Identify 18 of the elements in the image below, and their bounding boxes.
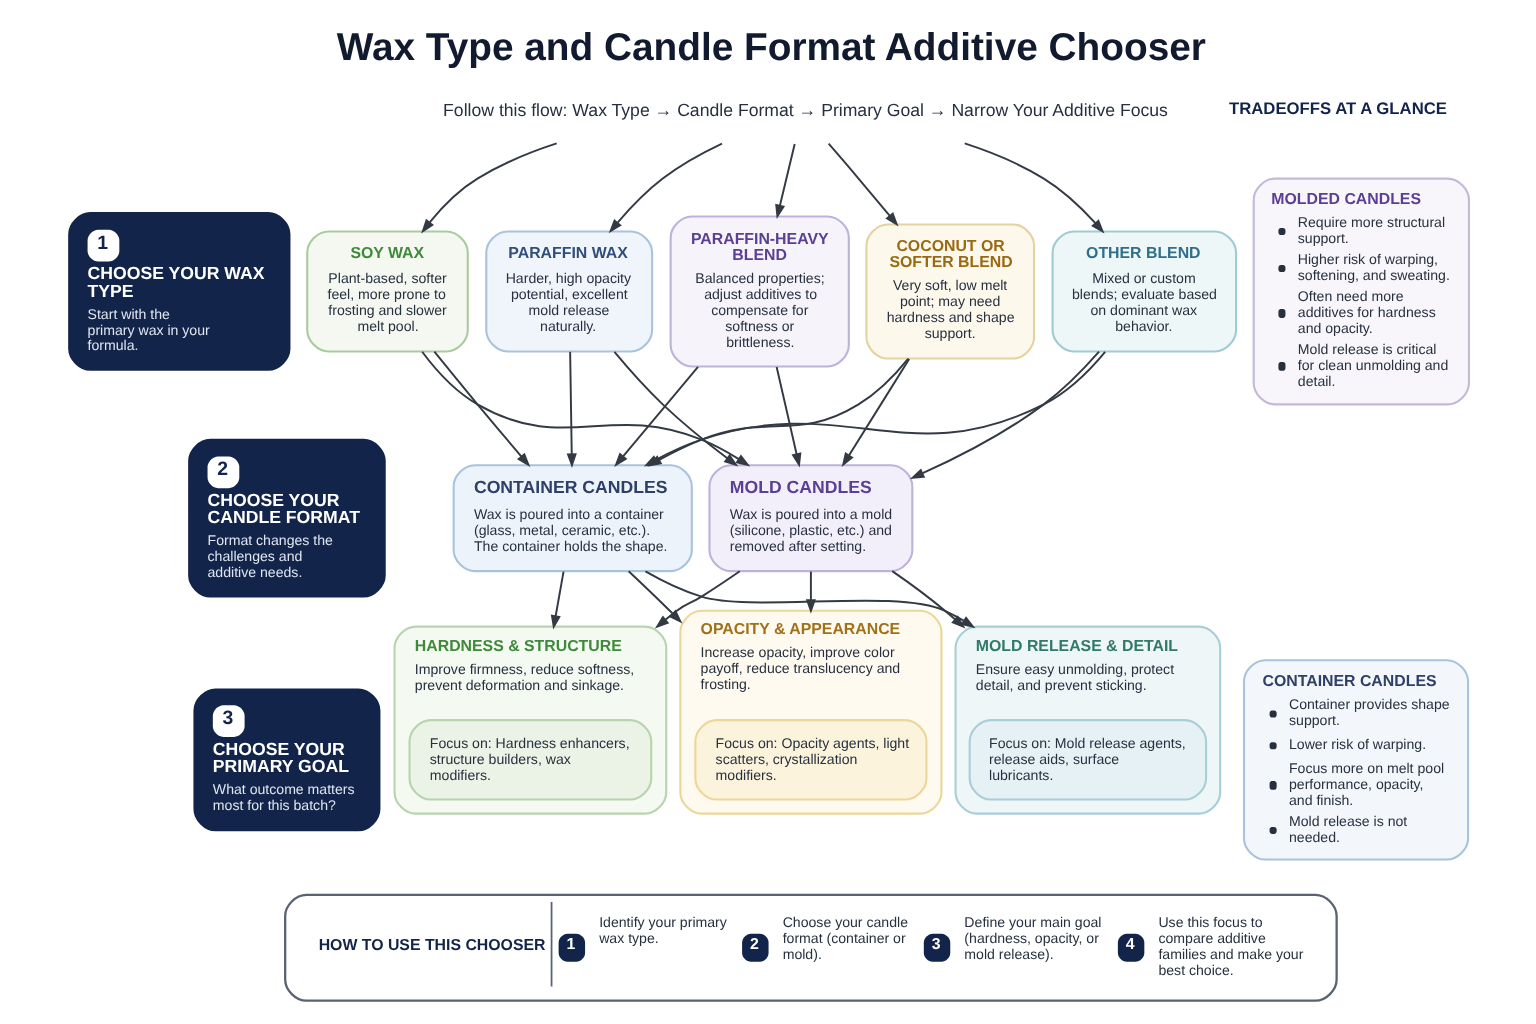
node-text: Follow this flow: Wax Type → Candle Format → Primary Goal → Narrow Your Additive Focus xyxy=(442,99,1167,120)
arrow xyxy=(908,350,1099,479)
arrow xyxy=(643,570,975,629)
arrow xyxy=(565,350,576,468)
arrow xyxy=(420,142,557,234)
arrow xyxy=(774,143,795,219)
arrow xyxy=(653,570,740,629)
arrow xyxy=(962,142,1104,234)
arrow xyxy=(804,570,815,614)
arrow xyxy=(890,570,965,629)
diagram-title: Wax Type and Candle Format Additive Chooser xyxy=(335,25,1205,70)
arrow xyxy=(774,365,801,468)
arrow xyxy=(607,142,722,234)
arrow xyxy=(840,358,910,468)
label: TRADEOFFS AT A GLANCE xyxy=(1228,98,1446,119)
arrow xyxy=(432,350,530,467)
arrow xyxy=(549,570,564,630)
arrow xyxy=(826,142,898,227)
